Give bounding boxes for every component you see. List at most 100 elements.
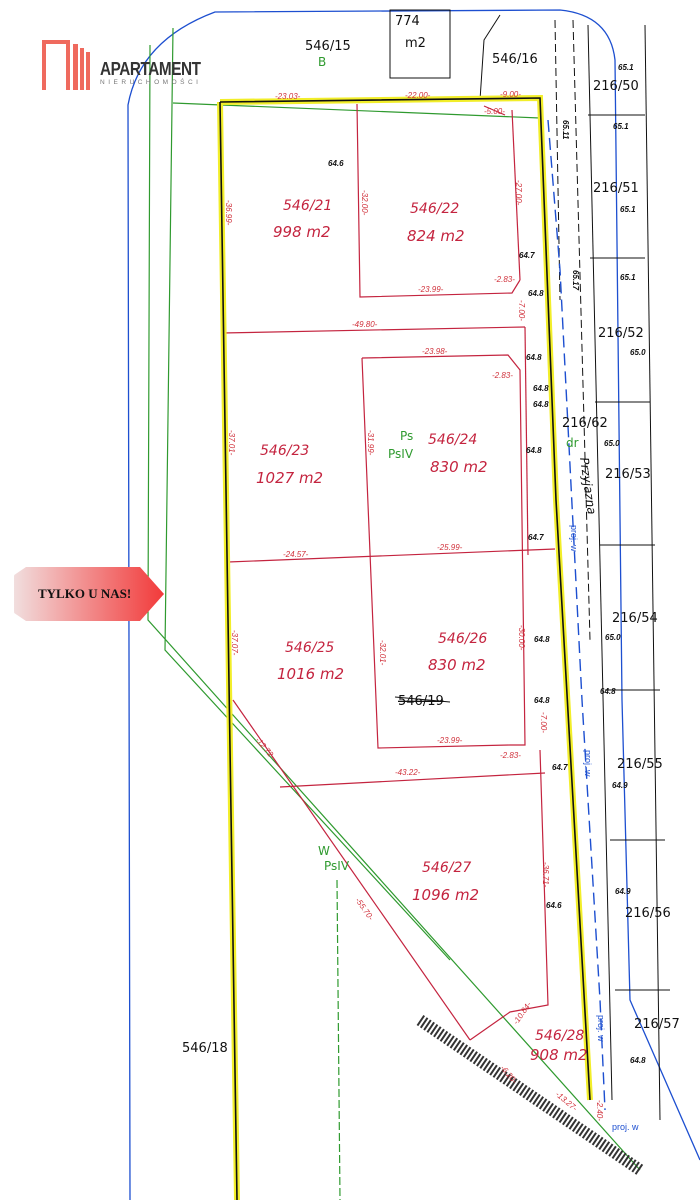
parcel-lines (221, 103, 556, 1041)
dimension: -23.99- (437, 736, 463, 745)
promo-badge: TYLKO U NAS! (14, 567, 164, 621)
parcel-number: 546/21 (283, 198, 332, 214)
dimension: -32.00- (360, 190, 369, 216)
neighbor-parcel: 216/50 (593, 79, 639, 94)
dimension: -25.99- (437, 543, 463, 552)
elevation-labels: 64.6 64.7 64.8 64.8 64.8 64.8 64.7 64.8 … (328, 63, 646, 1065)
parcel-number: 546/24 (428, 432, 477, 448)
neighbor-parcel: 216/62 (562, 416, 608, 431)
dimension: -24.57- (283, 550, 309, 559)
parcel-area: 1016 m2 (277, 665, 344, 683)
elevation: 64.6 (546, 901, 562, 910)
road-code: dr (566, 436, 579, 450)
elevation: 65.1 (618, 63, 634, 72)
dimension: -2.83- (494, 275, 515, 284)
elevation: 64.8 (630, 1056, 646, 1065)
elevation: 64.8 (526, 446, 542, 455)
parcel-area: 908 m2 (530, 1046, 588, 1064)
elevation: 64.8 (533, 400, 549, 409)
elevation: 65.11 (561, 120, 570, 140)
parcel-area: 830 m2 (430, 458, 488, 476)
dimension: -31.99- (366, 430, 375, 456)
neighbor-parcel: 216/55 (617, 757, 663, 772)
elevation: 65.1 (613, 122, 629, 131)
dimension: -32.01- (378, 640, 387, 666)
neighbor-parcel: 546/15 (305, 39, 351, 54)
building-area-unit: m2 (405, 36, 426, 51)
parcel-number: 546/28 (535, 1028, 584, 1044)
elevation: 64.7 (552, 763, 568, 772)
parcel-number: 546/22 (410, 201, 459, 217)
dimension: -9.00- (500, 90, 521, 99)
neighbor-parcel-struck: 546/19 (398, 694, 444, 709)
dimension: -7.00- (539, 712, 548, 733)
dimension: -43.22- (395, 768, 421, 777)
neighbor-parcel: 216/53 (605, 467, 651, 482)
parcel-area: 1096 m2 (412, 886, 479, 904)
embankment (416, 1015, 644, 1175)
neighbor-parcel: 216/52 (598, 326, 644, 341)
dimension: -23.98- (422, 347, 448, 356)
neighbor-parcel: 216/57 (634, 1017, 680, 1032)
elevation: 65.1 (620, 205, 636, 214)
land-use-code: Ps (400, 429, 413, 443)
elevation: 64.8 (533, 384, 549, 393)
utility-label: proj. w (569, 525, 579, 552)
dimension: -37.01- (227, 430, 236, 456)
dimension: -23.99- (418, 285, 444, 294)
elevation: 64.8 (534, 635, 550, 644)
dimension: -12.72- (253, 736, 276, 761)
elevation: 64.8 (600, 687, 616, 696)
parcel-area: 998 m2 (273, 223, 331, 241)
dimension: -5.00- (484, 107, 505, 116)
elevation: 64.8 (534, 696, 550, 705)
land-use-code: B (318, 55, 326, 69)
elevation: 65.17 (571, 270, 580, 291)
dimension: -27.00- (514, 180, 523, 206)
neighbor-parcel: 546/18 (182, 1041, 228, 1056)
parcel-area: 830 m2 (428, 656, 486, 674)
dimension: -37.07- (230, 630, 239, 656)
elevation: 64.8 (528, 289, 544, 298)
dimension: -36.99- (224, 200, 233, 226)
neighbor-parcel: 216/51 (593, 181, 639, 196)
elevation: 64.6 (328, 159, 344, 168)
dimension: -49.80- (352, 320, 378, 329)
dimension: -30.00- (517, 625, 526, 651)
neighbor-parcel: 546/16 (492, 52, 538, 67)
street-name: Przyjazna (577, 456, 599, 515)
elevation: 64.9 (615, 887, 631, 896)
utility-label: proj. w (612, 1122, 639, 1132)
elevation: 65.0 (605, 633, 621, 642)
elevation: 65.1 (620, 273, 636, 282)
neighbor-parcel-labels: 546/15 546/16 216/50 216/51 216/52 216/6… (182, 39, 680, 1056)
road-lines (389, 9, 670, 1121)
parcel-number: 546/23 (260, 443, 309, 459)
elevation: 64.7 (528, 533, 544, 542)
land-use-lines (147, 27, 641, 1200)
parcel-number: 546/26 (438, 631, 487, 647)
building-area-value: 774 (395, 14, 420, 29)
road-boundary-line (127, 9, 700, 1200)
land-use-code: W (318, 844, 330, 858)
water-line-proj (547, 119, 606, 1111)
plot-boundary-core (219, 97, 591, 1200)
parcel-area: 1027 m2 (256, 469, 323, 487)
elevation: 65.0 (630, 348, 646, 357)
dimension: -36.71- (541, 862, 550, 888)
neighbor-parcel: 216/56 (625, 906, 671, 921)
elevation: 64.8 (526, 353, 542, 362)
dimension: -2.83- (500, 751, 521, 760)
dimension: -2.40- (595, 1100, 604, 1121)
logo-icon (42, 40, 90, 90)
elevation: 64.9 (612, 781, 628, 790)
parcel-number: 546/27 (422, 860, 471, 876)
parcel-area: 824 m2 (407, 227, 465, 245)
brand-logo: APARTAMENT NIERUCHOMOŚCI (42, 40, 218, 90)
dimension: -2.83- (492, 371, 513, 380)
elevation: 64.7 (519, 251, 535, 260)
dimension: -22.00- (405, 91, 431, 100)
logo-subtitle: NIERUCHOMOŚCI (100, 78, 202, 86)
land-use-code: PsIV (324, 859, 350, 873)
